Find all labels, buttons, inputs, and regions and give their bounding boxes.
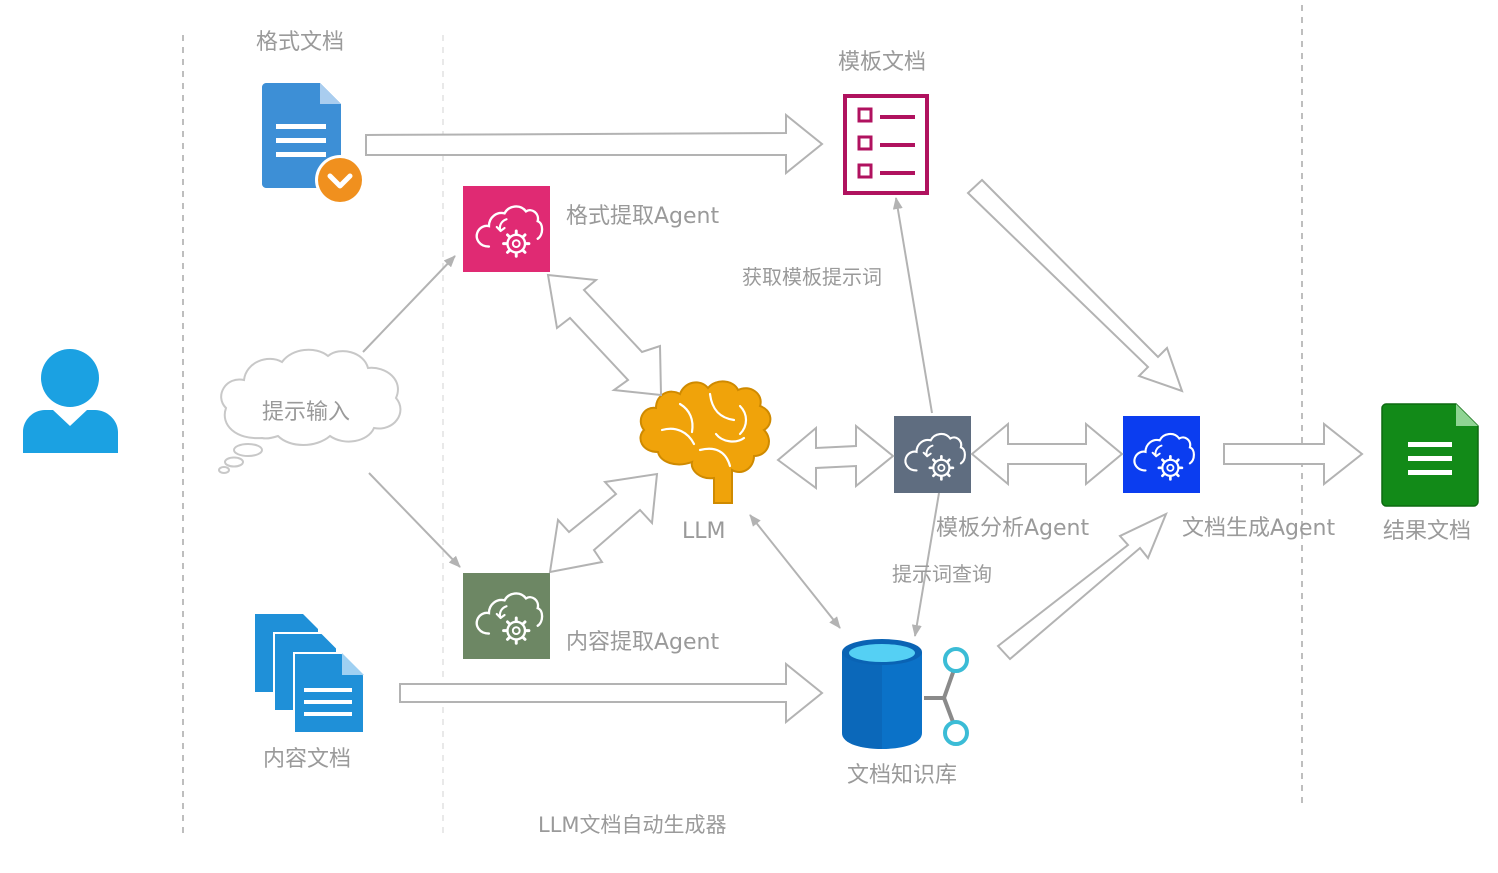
format-agent-icon	[463, 186, 550, 272]
template-doc-label: 模板文档	[838, 50, 927, 75]
line-prompt-to-content-agent	[368, 472, 461, 568]
llm-label: LLM	[682, 519, 726, 544]
documents-icon	[255, 614, 365, 734]
knowledge-base-label: 文档知识库	[847, 763, 958, 788]
content-doc-label: 内容文档	[263, 747, 352, 772]
thought-cloud-icon	[218, 348, 402, 474]
arrow-kb-to-docgen	[996, 511, 1168, 661]
docgen-agent-label: 文档生成Agent	[1182, 516, 1336, 541]
prompt-input-label: 提示输入	[262, 400, 351, 425]
arrow-docgen-to-result	[1223, 421, 1364, 487]
database-icon	[842, 639, 969, 749]
prompt-query-label: 提示词查询	[892, 562, 992, 586]
arrow-template-docgen-agent	[970, 421, 1124, 487]
get-template-prompt-label: 获取模板提示词	[742, 265, 882, 289]
user-icon	[23, 349, 118, 453]
arrow-template-to-docgen	[966, 178, 1184, 393]
arrow-formatdoc-to-template	[365, 112, 824, 176]
brain-icon	[639, 380, 772, 504]
arrow-format-agent-llm	[546, 273, 663, 397]
checklist-icon	[843, 94, 929, 195]
line-llm-kb	[749, 514, 841, 629]
template-agent-label: 模板分析Agent	[936, 516, 1090, 541]
document-check-icon	[262, 83, 365, 205]
format-agent-label: 格式提取Agent	[566, 204, 720, 229]
line-prompt-to-format-agent	[362, 255, 456, 353]
content-agent-label: 内容提取Agent	[566, 630, 720, 655]
template-agent-icon	[894, 416, 971, 493]
format-doc-label: 格式文档	[256, 30, 345, 55]
content-agent-icon	[463, 573, 550, 659]
arrow-llm-template-agent	[776, 423, 895, 490]
arrow-content-agent-llm	[548, 472, 659, 574]
docgen-agent-icon	[1123, 416, 1200, 493]
document-icon	[1381, 403, 1479, 507]
result-doc-label: 结果文档	[1383, 519, 1472, 544]
diagram-title: LLM文档自动生成器	[538, 813, 727, 837]
line-template-agent-to-template	[892, 197, 933, 414]
arrow-contentdoc-to-kb	[399, 661, 824, 725]
line-template-agent-to-kb	[911, 492, 940, 637]
